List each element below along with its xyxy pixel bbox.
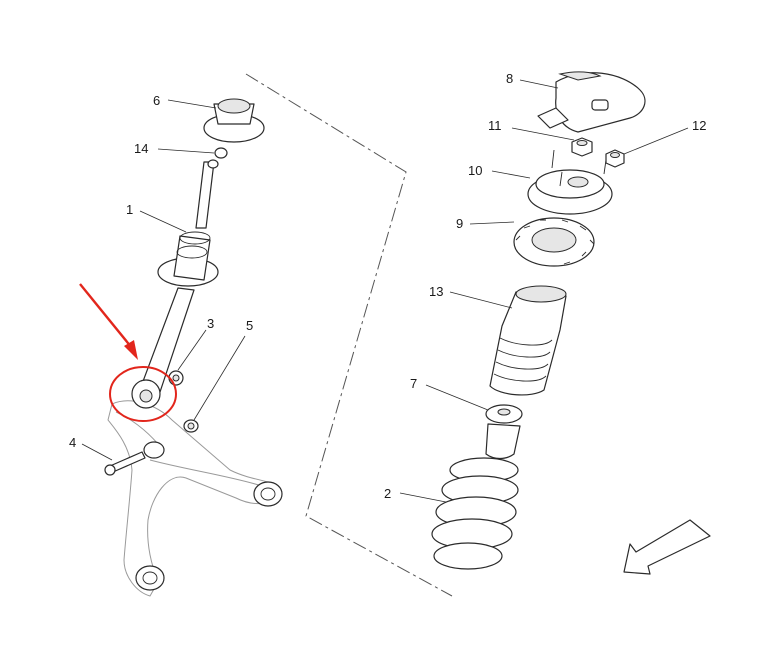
top-mount-nut-12 (605, 149, 625, 168)
leader-lines (81, 79, 689, 503)
direction-arrow-icon (623, 519, 711, 575)
bump-stop (485, 404, 523, 460)
callout-4: 4 (69, 435, 76, 450)
arm-front-bushing (135, 565, 165, 591)
callout-10: 10 (468, 163, 482, 178)
callout-13: 13 (429, 284, 443, 299)
callout-6: 6 (153, 93, 160, 108)
callout-2: 2 (384, 486, 391, 501)
callout-14: 14 (134, 141, 148, 156)
callout-12: 12 (692, 118, 706, 133)
callout-11: 11 (488, 118, 502, 133)
callout-8: 8 (506, 71, 513, 86)
callout-5: 5 (246, 318, 253, 333)
highlight-arrow-icon (79, 283, 138, 360)
shock-absorber (131, 161, 219, 409)
strut-top-mount (527, 149, 613, 215)
callout-1: 1 (126, 202, 133, 217)
strut-top-cover (537, 71, 646, 133)
lower-bushing (168, 370, 184, 386)
lower-control-arm (107, 400, 283, 597)
assembly-boundary-frame (245, 73, 453, 597)
strut-bearing (513, 217, 595, 267)
coil-spring (431, 457, 519, 570)
lower-bolt (104, 451, 146, 476)
arm-rear-bushing (253, 481, 283, 507)
top-mount-nut-11 (571, 137, 593, 157)
arm-ball-joint (143, 441, 165, 459)
callout-3: 3 (207, 316, 214, 331)
top-nut (207, 147, 228, 169)
dust-boot (489, 285, 567, 396)
callout-7: 7 (410, 376, 417, 391)
upper-mount-washer (203, 98, 265, 143)
callout-9: 9 (456, 216, 463, 231)
lower-nut (183, 419, 199, 433)
highlight-circle-icon (109, 366, 177, 422)
